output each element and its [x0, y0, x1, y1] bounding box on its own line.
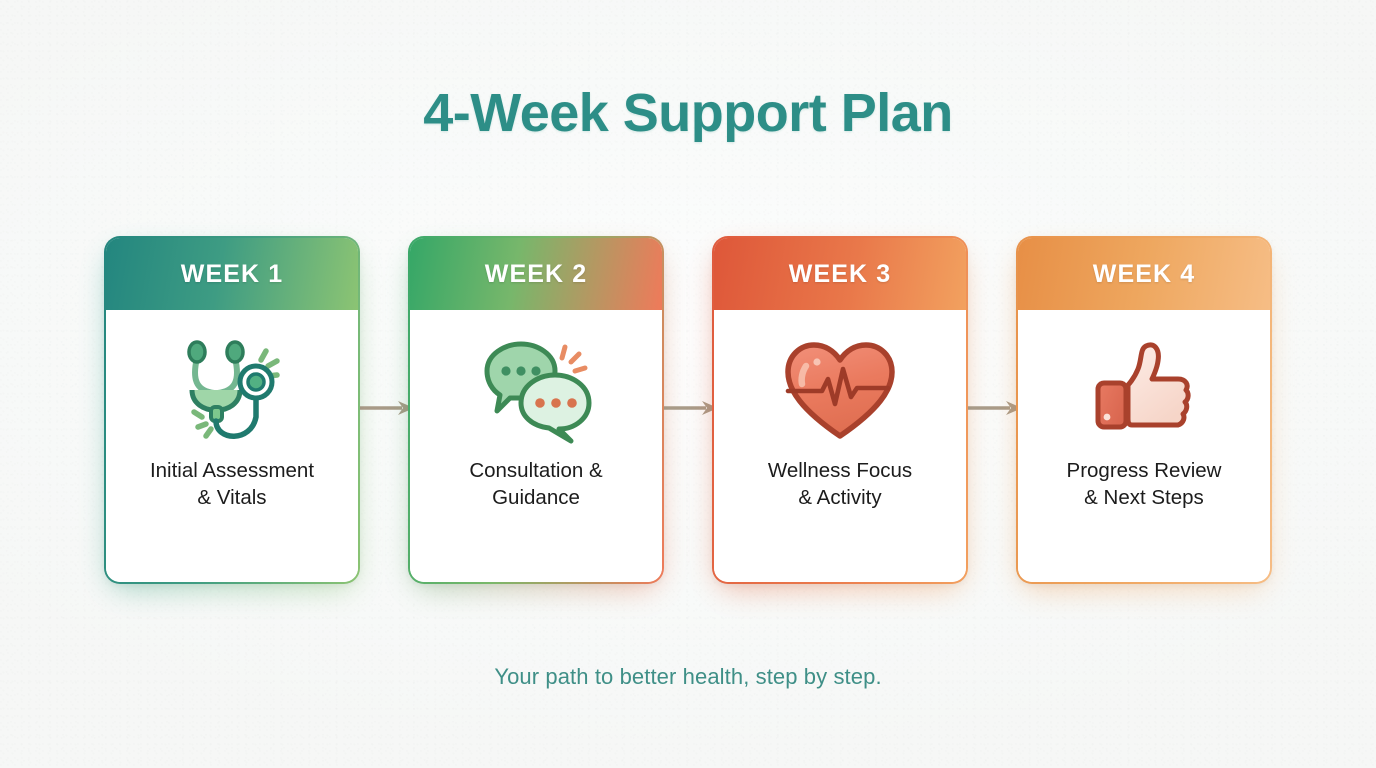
heart-pulse-icon [782, 332, 898, 450]
arrow-right-icon [352, 401, 414, 415]
stethoscope-icon [173, 332, 291, 450]
footer-tagline: Your path to better health, step by step… [494, 664, 882, 689]
chat-bubbles-icon [477, 332, 595, 450]
step-body-week-2: Consultation & Guidance [410, 310, 662, 582]
connector-gap-2 [656, 236, 718, 580]
step-label-week-2: Consultation & Guidance [469, 459, 603, 509]
step-header-week-2: WEEK 2 [410, 238, 662, 310]
step-body-week-1: Initial Assessment & Vitals [106, 310, 358, 582]
step-label-week-4: Progress Review & Next Steps [1066, 459, 1222, 509]
step-label-week-1: Initial Assessment & Vitals [149, 459, 315, 509]
page-title: 4-Week Support Plan [423, 83, 953, 143]
step-card-week-1[interactable]: WEEK 1 [104, 236, 360, 582]
step-card-week-4[interactable]: WEEK 4 [1016, 236, 1272, 582]
step-card-week-2[interactable]: WEEK 2 [408, 236, 664, 582]
step-header-week-4: WEEK 4 [1018, 238, 1270, 310]
step-body-week-3: Wellness Focus & Activity [714, 310, 966, 582]
step-label-week-3: Wellness Focus & Activity [767, 459, 913, 509]
thumbs-up-icon [1090, 332, 1198, 450]
step-header-week-3: WEEK 3 [714, 238, 966, 310]
arrow-right-icon [960, 401, 1022, 415]
arrow-right-icon [656, 401, 718, 415]
connector-gap-3 [960, 236, 1022, 580]
step-body-week-4: Progress Review & Next Steps [1018, 310, 1270, 582]
connector-gap-1 [352, 236, 414, 580]
step-card-week-3[interactable]: WEEK 3 [712, 236, 968, 582]
steps-row: WEEK 1 [104, 236, 1272, 582]
step-header-week-1: WEEK 1 [106, 238, 358, 310]
